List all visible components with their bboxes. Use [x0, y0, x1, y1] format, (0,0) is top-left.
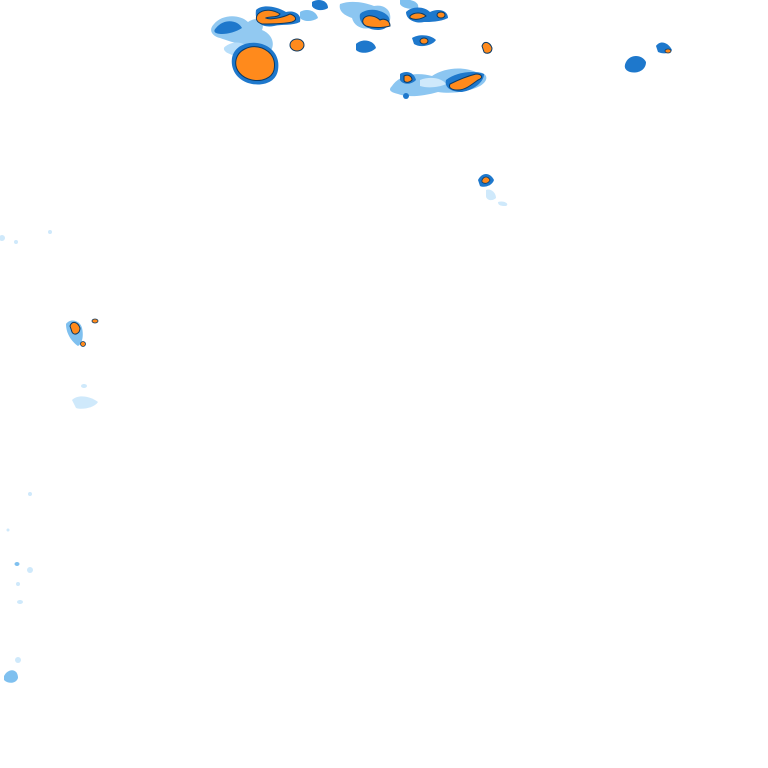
- precip-light-area: [498, 201, 508, 206]
- precip-light-area: [17, 600, 23, 604]
- precip-heavy-cell: [419, 37, 429, 45]
- precip-light-area: [6, 528, 10, 532]
- precipitation-cluster-west: [0, 230, 99, 683]
- precip-light-area: [16, 582, 20, 586]
- precipitation-cell-center: [478, 174, 508, 206]
- precip-heavy-cell: [403, 74, 413, 83]
- precip-heavy-cell: [80, 341, 86, 347]
- precip-medium-area: [14, 562, 20, 566]
- precipitation-cluster-northwest: [211, 0, 328, 85]
- precip-heavy-cell: [436, 11, 446, 19]
- precip-light-area: [15, 657, 21, 663]
- precip-light-area: [48, 230, 52, 234]
- precip-light-area: [0, 235, 5, 241]
- precip-light-area: [300, 10, 318, 21]
- precip-heavy-cell: [481, 41, 493, 54]
- precip-medium-area: [624, 56, 646, 73]
- precip-medium-area: [312, 0, 328, 11]
- precip-light-area: [81, 384, 87, 388]
- precipitation-cluster-north: [339, 0, 493, 54]
- precip-heavy-cell: [69, 321, 81, 335]
- precip-light-area: [72, 396, 98, 409]
- precip-light-area: [486, 189, 496, 201]
- precip-heavy-cell: [362, 15, 391, 28]
- precip-heavy-cell: [481, 176, 491, 184]
- precip-light-area: [420, 77, 446, 88]
- precip-heavy-cell: [289, 38, 305, 52]
- precip-heavy-cell: [235, 46, 275, 81]
- precip-heavy-cell: [255, 9, 297, 25]
- precip-heavy-cell: [449, 73, 483, 91]
- precipitation-cluster-northeast: [624, 42, 672, 73]
- precip-light-area: [27, 567, 33, 573]
- precip-light-area: [28, 492, 32, 496]
- precip-light-area: [400, 0, 419, 9]
- precip-medium-area: [356, 40, 376, 53]
- precip-heavy-cell: [91, 318, 99, 324]
- precip-light-area: [14, 240, 18, 244]
- precip-medium-area: [214, 21, 242, 34]
- precipitation-band-center: [390, 68, 487, 99]
- precip-medium-area: [403, 93, 409, 99]
- precip-heavy-cell: [409, 12, 427, 20]
- precip-heavy-cell: [664, 48, 672, 54]
- precip-light-area: [4, 670, 18, 683]
